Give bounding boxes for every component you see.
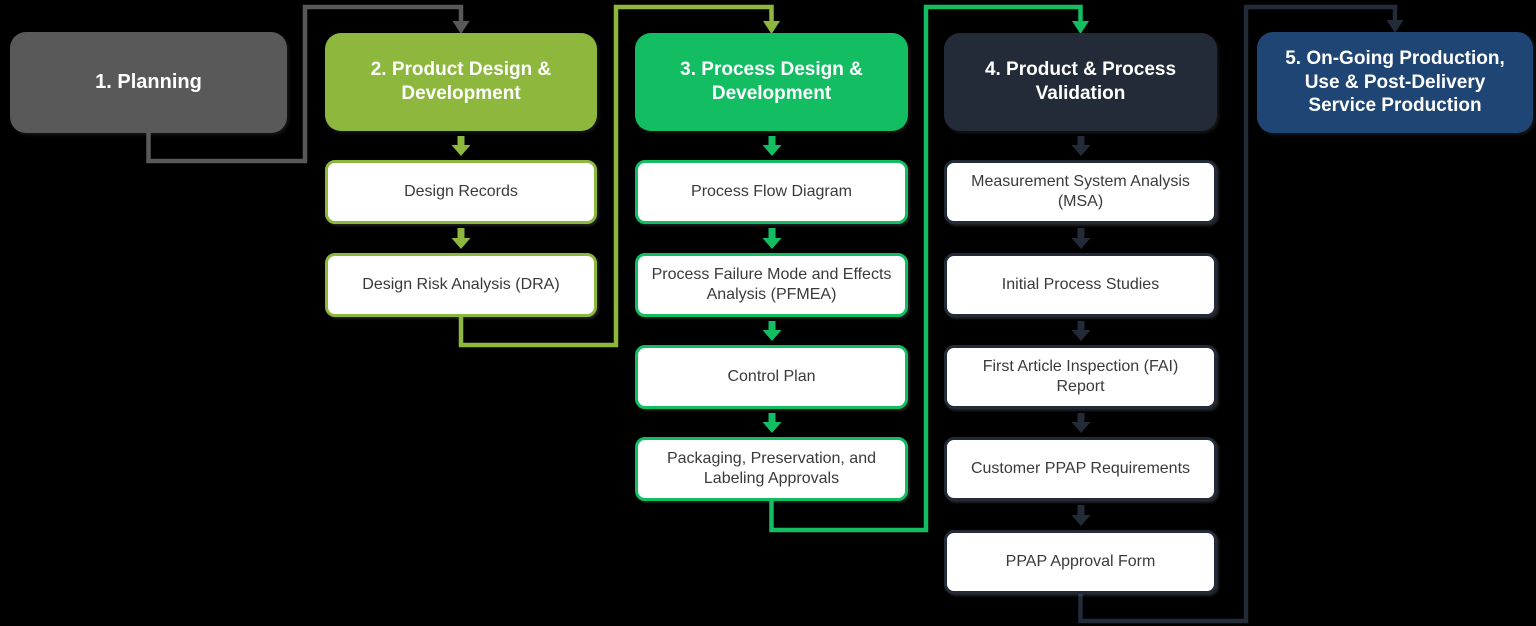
item-label: Process Flow Diagram [691,183,852,201]
item-label: Initial Process Studies [1001,276,1160,294]
down-arrow-icon [1071,505,1090,526]
item-label: First Article Inspection (FAI) Report [982,358,1179,395]
down-arrow-icon [762,136,781,156]
item-label: Measurement System Analysis (MSA) [971,173,1190,210]
phase-4-item-3: First Article Inspection (FAI) Report [944,345,1217,409]
down-arrow-icon [1071,321,1090,341]
down-arrow-icon [762,321,781,341]
item-label: Process Failure Mode and Effects Analysi… [651,266,892,303]
phase-5-label: 5. On-Going Production, Use & Post-Deliv… [1285,48,1505,117]
phase-3-label: 3. Process Design & Development [680,59,863,104]
phase-3-item-1: Process Flow Diagram [635,160,908,224]
item-label: Packaging, Preservation, and Labeling Ap… [666,450,876,487]
phase-4-item-1: Measurement System Analysis (MSA) [944,160,1217,224]
phase-4-header: 4. Product & Process Validation [944,33,1217,131]
item-label: Customer PPAP Requirements [970,460,1191,478]
item-label: Control Plan [727,368,816,386]
down-arrow-icon [762,228,781,249]
phase-1-label: 1. Planning [95,71,202,94]
phase-3-item-3: Control Plan [635,345,908,409]
item-label: PPAP Approval Form [1005,553,1156,571]
down-arrow-icon [451,228,471,249]
phase-2-item-1: Design Records [325,160,597,224]
phase-4-item-4: Customer PPAP Requirements [944,437,1217,501]
phase-4-item-5: PPAP Approval Form [944,530,1217,594]
down-arrow-icon [451,136,471,156]
phase-2-label: 2. Product Design & Development [370,59,552,104]
phase-2-header: 2. Product Design & Development [325,33,597,131]
phase-5-header: 5. On-Going Production, Use & Post-Deliv… [1257,32,1533,133]
item-label: Design Risk Analysis (DRA) [362,276,560,294]
down-arrow-icon [1071,136,1090,156]
phase-1-header: 1. Planning [10,32,287,133]
phase-3-item-2: Process Failure Mode and Effects Analysi… [635,253,908,317]
down-arrow-icon [1071,413,1090,433]
down-arrow-icon [1071,228,1090,249]
phase-4-label: 4. Product & Process Validation [984,59,1177,104]
down-arrow-icon [762,413,781,433]
item-label: Design Records [404,183,518,201]
phase-3-item-4: Packaging, Preservation, and Labeling Ap… [635,437,908,501]
phase-3-header: 3. Process Design & Development [635,33,908,131]
phase-4-item-2: Initial Process Studies [944,253,1217,317]
phase-2-item-2: Design Risk Analysis (DRA) [325,253,597,317]
